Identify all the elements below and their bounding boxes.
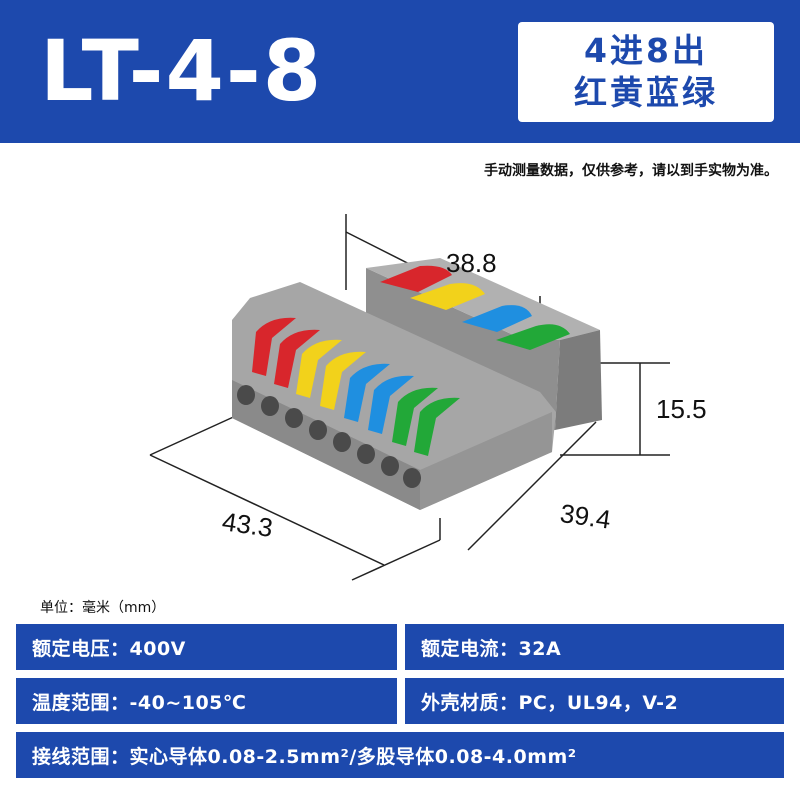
connector-front-module [232,282,556,510]
spec-temperature-range: 温度范围：-40~105℃ [16,678,397,724]
dimension-top-label: 38.8 [446,248,497,278]
io-count-label: 4进8出 [584,31,708,70]
lever-green-2 [414,397,460,456]
lever-yellow-2 [320,351,366,410]
spec-rated-current: 额定电流：32A [405,624,784,670]
lever-red-2 [274,329,320,388]
spec-wiring-range: 接线范围：实心导体0.08-2.5mm²/多股导体0.08-4.0mm² [16,732,784,778]
dimension-height-label: 15.5 [656,394,707,424]
model-title: LT-4-8 [40,22,324,120]
lever-red-1 [252,317,296,376]
dimension-side-label: 39.4 [558,498,612,535]
dimension-front-label: 43.3 [220,506,274,543]
lever-green-back [496,324,570,350]
spec-row-3: 接线范围：实心导体0.08-2.5mm²/多股导体0.08-4.0mm² [16,732,784,784]
measurement-note: 手动测量数据，仅供参考，请以到手实物为准。 [484,163,778,179]
lever-blue-1 [344,363,390,422]
unit-label: 单位：毫米（mm） [40,600,166,616]
front-levers [252,317,460,456]
lever-green-1 [392,387,438,446]
back-levers [380,265,570,350]
header-banner: LT-4-8 4进8出 红黄蓝绿 [0,0,800,143]
spec-housing-material: 外壳材质：PC，UL94，V-2 [405,678,784,724]
connector-illustration: 38.8 15.5 43.3 39.4 [149,214,707,581]
color-list-label: 红黄蓝绿 [574,73,718,112]
spec-row-2: 温度范围：-40~105℃ 外壳材质：PC，UL94，V-2 [16,678,784,730]
lever-yellow-back [410,283,485,310]
lever-yellow-1 [296,339,342,398]
io-spec-box: 4进8出 红黄蓝绿 [518,22,774,122]
spec-row-1: 额定电压：400V 额定电流：32A [16,624,784,676]
spec-rated-voltage: 额定电压：400V [16,624,397,670]
wire-holes [237,385,421,488]
lever-red-back [380,265,452,292]
lever-blue-2 [368,375,414,434]
lever-blue-back [462,305,532,332]
